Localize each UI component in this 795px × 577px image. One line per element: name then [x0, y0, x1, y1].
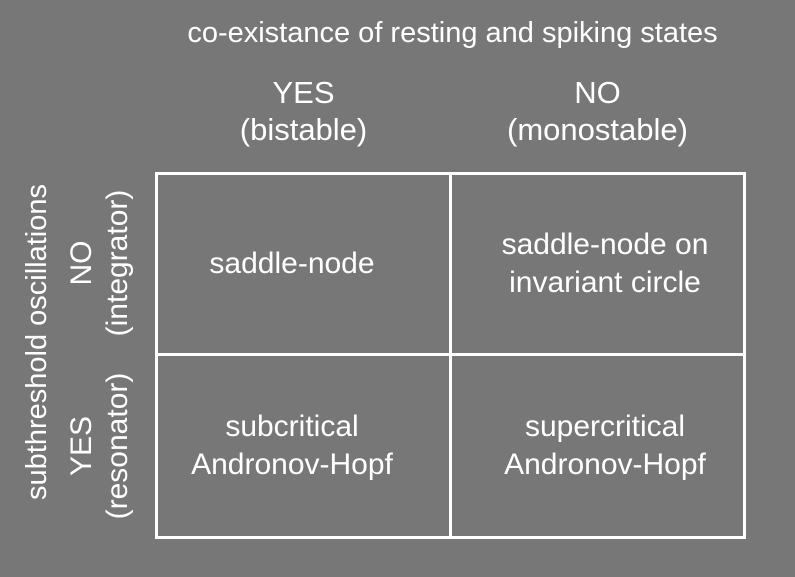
column-header-no: NO (monostable) — [450, 74, 745, 148]
cell-saddle-node-invariant-circle: saddle-node on invariant circle — [452, 175, 758, 353]
cell-text: supercritical — [524, 410, 686, 443]
column-header-yes: YES (bistable) — [157, 74, 450, 148]
column-header-answer: NO — [574, 75, 621, 110]
cell-supercritical-hopf: supercritical Andronov-Hopf — [452, 356, 758, 536]
row-header-answer: NO — [65, 240, 98, 286]
cell-subcritical-hopf: subcritical Andronov-Hopf — [158, 356, 426, 536]
diagram-title: co-existance of resting and spiking stat… — [187, 17, 718, 49]
column-header-subtitle: (bistable) — [239, 112, 368, 147]
row-header-yes: YES (resonator) — [64, 346, 136, 546]
cell-saddle-node: saddle-node — [158, 175, 426, 353]
row-axis-title: subthreshold oscillations — [21, 184, 53, 500]
cell-text: subcritical — [225, 410, 359, 443]
row-header-no: NO (integrator) — [64, 163, 136, 363]
grid-horizontal-divider — [155, 353, 746, 356]
cell-text: Andronov-Hopf — [504, 448, 706, 481]
cell-text: Andronov-Hopf — [191, 448, 393, 481]
cell-text: saddle-node on — [501, 228, 709, 261]
column-header-answer: YES — [272, 75, 335, 110]
row-header-subtitle: (resonator) — [101, 372, 134, 520]
row-header-answer: YES — [65, 415, 98, 477]
row-header-subtitle: (integrator) — [101, 189, 134, 337]
cell-text: saddle-node — [209, 247, 375, 280]
cell-text: invariant circle — [509, 266, 701, 299]
column-header-subtitle: (monostable) — [507, 112, 688, 147]
